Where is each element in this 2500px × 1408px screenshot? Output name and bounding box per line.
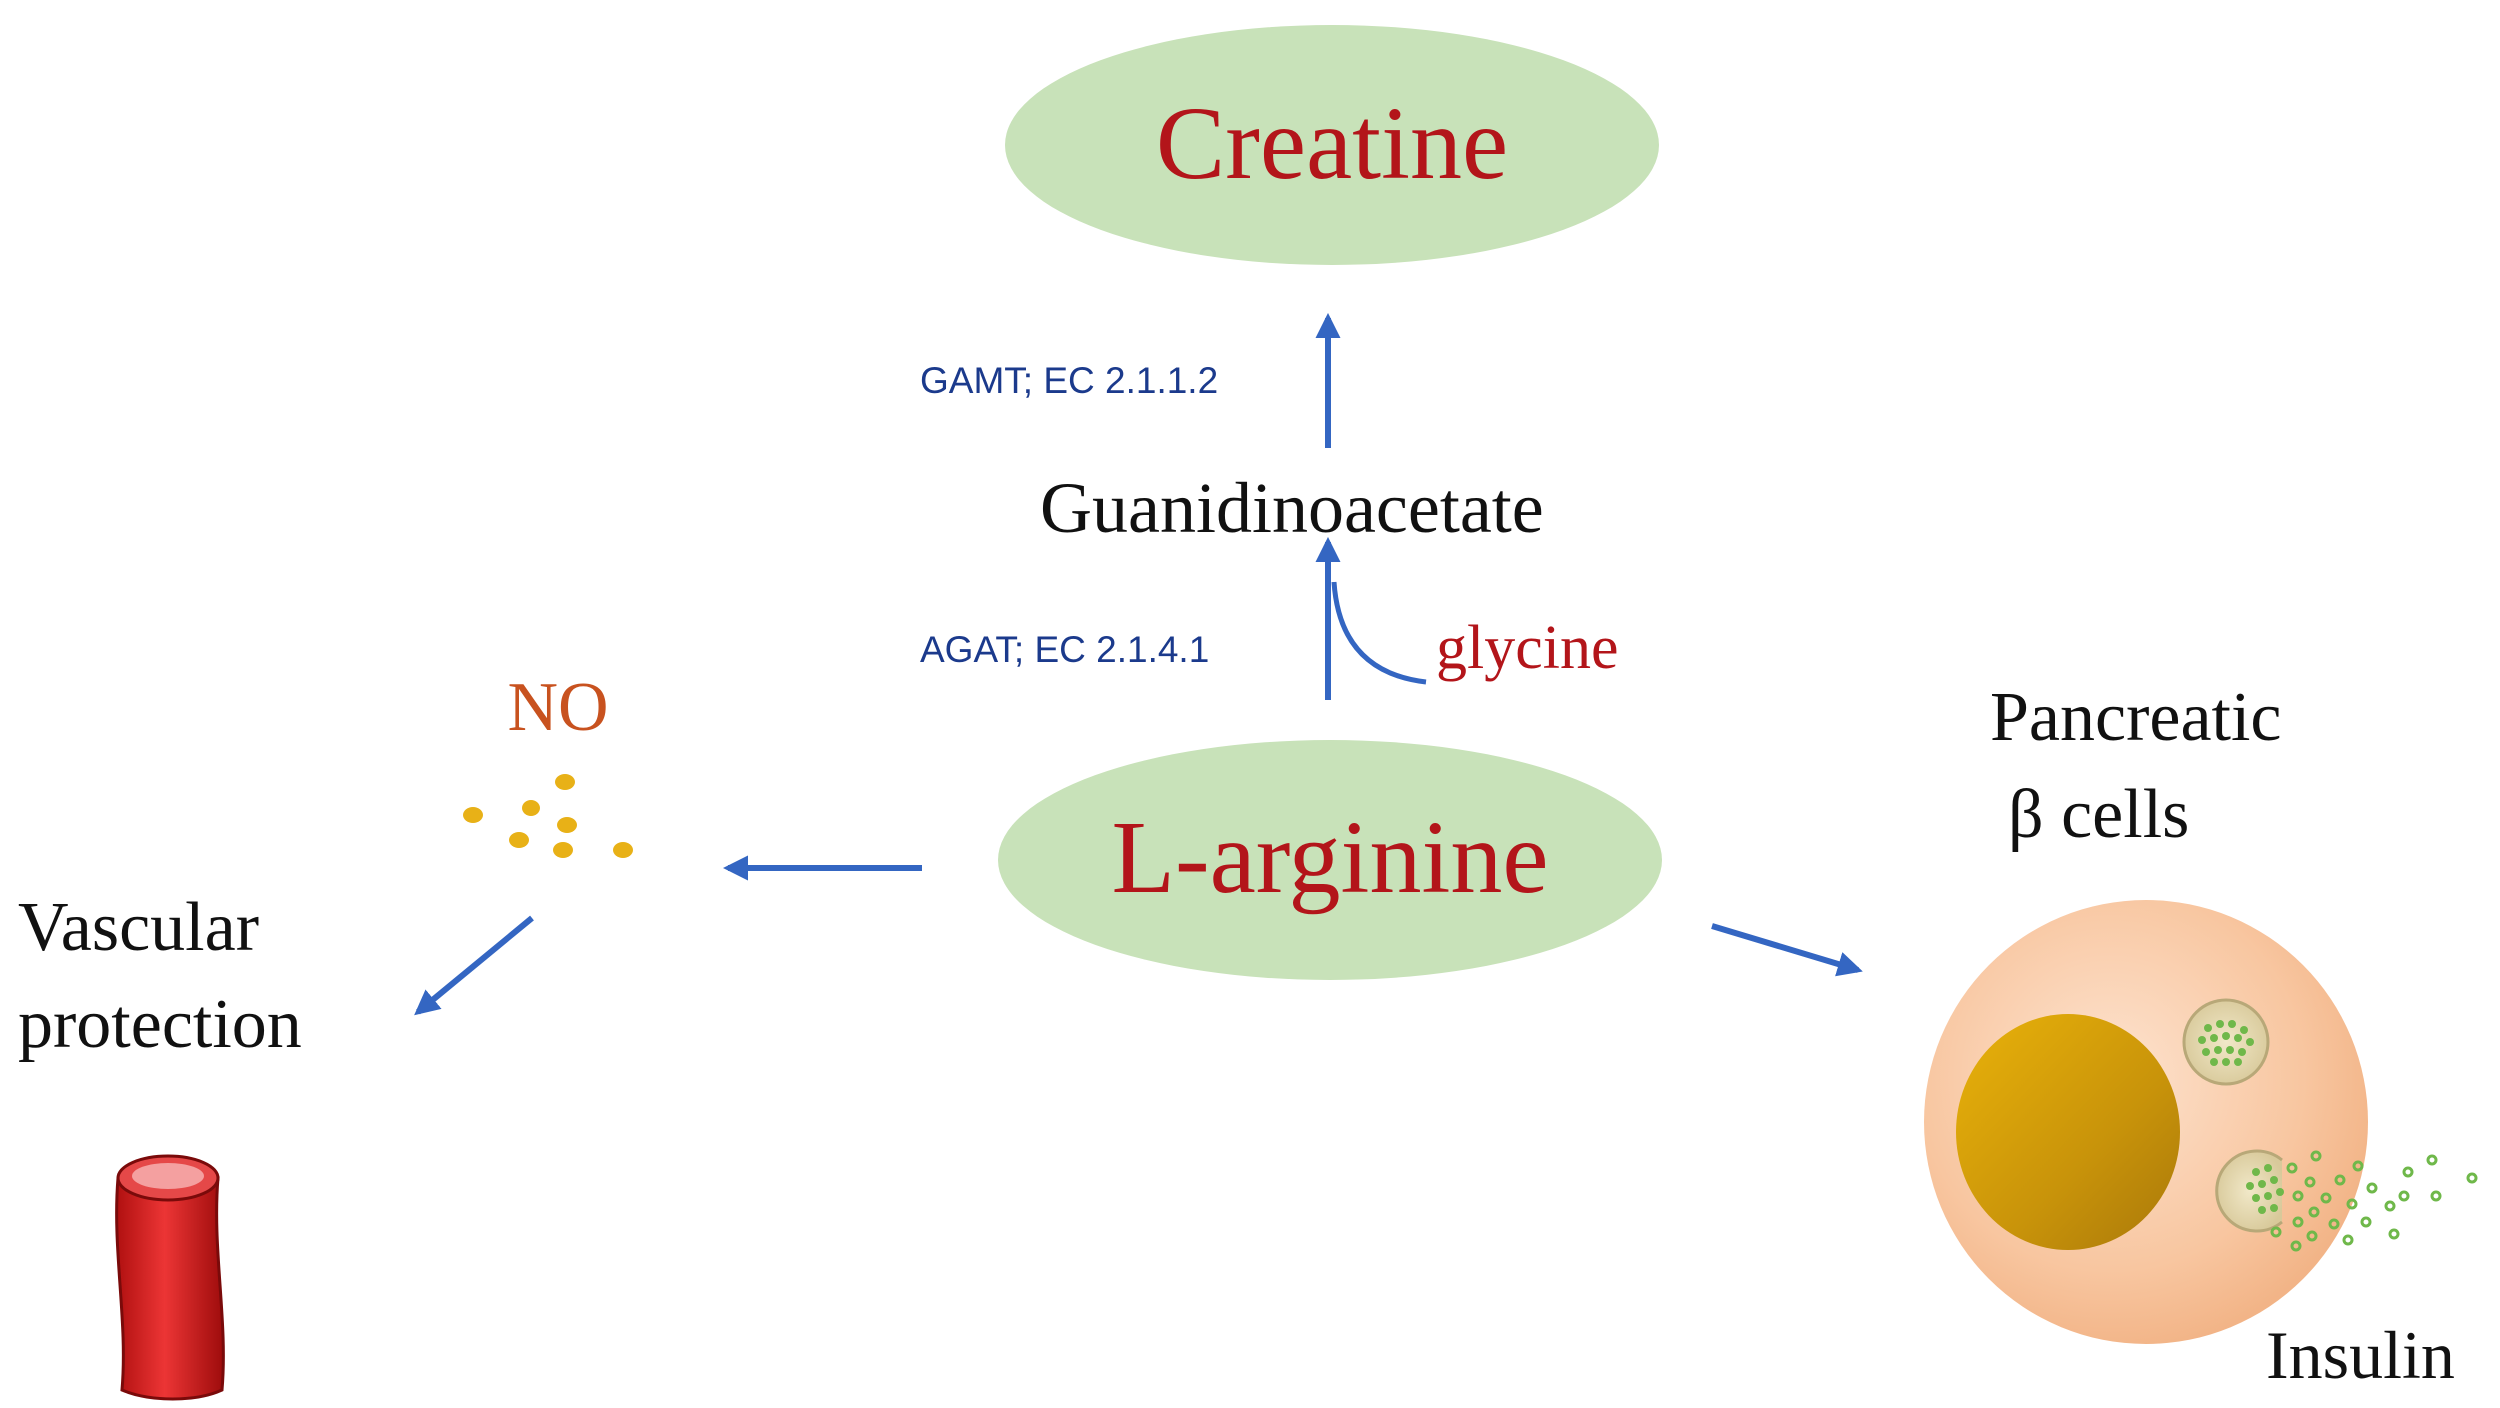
pancreatic-label-line1: Pancreatic [1990,679,2281,756]
l-arginine-node: L-arginine [998,740,1662,980]
creatine-node: Creatine [1005,25,1659,265]
agat-enzyme-label: AGAT; EC 2.1.4.1 [920,629,1209,670]
l-arginine-ellipse [998,740,1662,980]
gamt-enzyme-label: GAMT; EC 2.1.1.2 [920,360,1218,401]
beta-cell-icon [1924,900,2478,1344]
l-arginine-label: L-arginine [1111,800,1548,915]
creatine-ellipse [1005,25,1659,265]
cell-nucleus [1956,1014,2180,1250]
vascular-label-line1: Vascular [18,889,259,966]
vascular-label-line2: protection [18,986,302,1063]
arginine-to-pancreas-arrow [1711,923,1863,977]
blood-vessel-icon [115,1154,225,1401]
no-to-vascular-arrow [414,915,534,1016]
creatine-label: Creatine [1156,86,1508,201]
insulin-granules-icon [2270,1150,2478,1252]
insulin-vesicle-icon [2182,998,2270,1086]
glycine-input-curve [1331,581,1427,685]
insulin-label: Insulin [2266,1317,2455,1393]
secreting-vesicle-icon [2215,1149,2284,1233]
no-molecules-icon [463,774,633,858]
guanidinoacetate-label: Guanidinoacetate [1040,468,1544,548]
pancreatic-label-line2: β cells [2008,776,2189,853]
no-label: NO [507,669,608,746]
glycine-label: glycine [1436,614,1619,682]
